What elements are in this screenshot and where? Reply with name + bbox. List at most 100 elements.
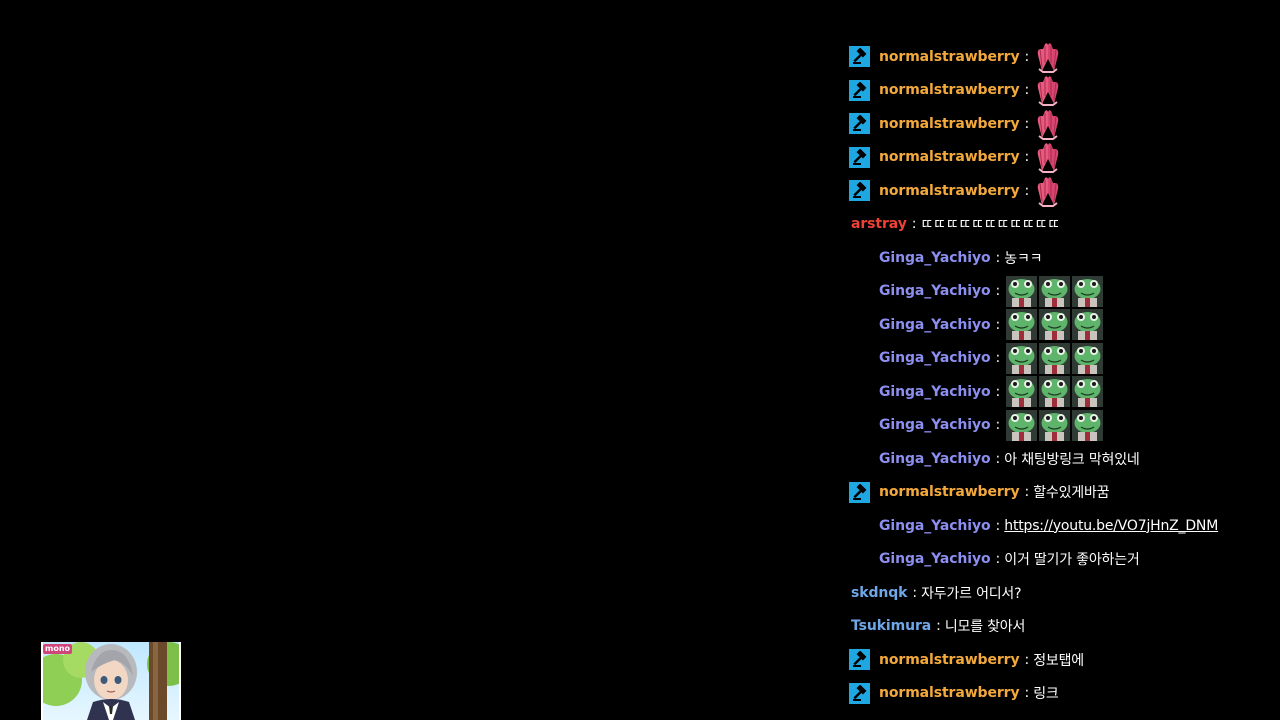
chat-username[interactable]: Ginga_Yachiyo bbox=[879, 417, 991, 434]
chat-message: Ginga_Yachiyo: bbox=[846, 409, 1276, 443]
chat-username[interactable]: normalstrawberry bbox=[879, 48, 1020, 65]
chat-separator: : bbox=[1024, 149, 1030, 166]
chat-username[interactable]: Ginga_Yachiyo bbox=[879, 316, 991, 333]
green-frog-emote bbox=[1072, 342, 1104, 374]
chat-message: normalstrawberry:정보탭에 bbox=[846, 643, 1276, 677]
chat-username[interactable]: Ginga_Yachiyo bbox=[879, 450, 991, 467]
chat-message: Ginga_Yachiyo:https://youtu.be/VO7jHnZ_D… bbox=[846, 509, 1276, 543]
chat-message: Ginga_Yachiyo: bbox=[846, 375, 1276, 409]
chat-message: normalstrawberry:할수있게바꿈 bbox=[846, 476, 1276, 510]
chat-message: normalstrawberry: bbox=[846, 141, 1276, 175]
praying-hands-emote bbox=[1033, 41, 1063, 73]
chat-message: Ginga_Yachiyo:이거 딸기가 좋아하는거 bbox=[846, 543, 1276, 577]
chat-separator: : bbox=[1024, 182, 1030, 199]
chat-separator: : bbox=[995, 316, 1001, 333]
chat-separator: : bbox=[995, 283, 1001, 300]
hammer-icon bbox=[849, 46, 870, 68]
chat-separator: : bbox=[995, 517, 1001, 534]
chat-username[interactable]: Ginga_Yachiyo bbox=[879, 383, 991, 400]
chat-username[interactable]: normalstrawberry bbox=[879, 484, 1020, 501]
emote-group bbox=[1006, 376, 1104, 408]
green-frog-emote bbox=[1006, 376, 1038, 408]
hammer-icon bbox=[849, 79, 870, 101]
chat-separator: : bbox=[1024, 82, 1030, 99]
chat-username[interactable]: normalstrawberry bbox=[879, 651, 1020, 668]
chat-separator: : bbox=[1024, 115, 1030, 132]
chat-separator: : bbox=[995, 383, 1001, 400]
chat-message-text: 정보탭에 bbox=[1033, 652, 1084, 669]
green-frog-emote bbox=[1072, 409, 1104, 441]
moderator-badge-slot bbox=[846, 146, 879, 168]
chat-message: normalstrawberry: bbox=[846, 174, 1276, 208]
green-frog-emote bbox=[1072, 376, 1104, 408]
anime-character-thumbnail bbox=[41, 642, 181, 720]
green-frog-emote bbox=[1039, 309, 1071, 341]
chat-message: Ginga_Yachiyo: bbox=[846, 275, 1276, 309]
chat-message: Ginga_Yachiyo:아 채팅방링크 막혀있네 bbox=[846, 442, 1276, 476]
chat-message: Tsukimura:니모를 찾아서 bbox=[846, 610, 1276, 644]
chat-message-text: 자두가르 어디서? bbox=[921, 585, 1022, 602]
chat-username[interactable]: Ginga_Yachiyo bbox=[879, 551, 991, 568]
chat-message-text: 농ㅋㅋ bbox=[1004, 250, 1043, 267]
chat-separator: : bbox=[995, 450, 1001, 467]
chat-username[interactable]: Ginga_Yachiyo bbox=[879, 350, 991, 367]
chat-message-text: 아 채팅방링크 막혀있네 bbox=[1004, 451, 1140, 468]
chat-message-text: 이거 딸기가 좋아하는거 bbox=[1004, 552, 1140, 569]
praying-hands-emote bbox=[1033, 175, 1063, 207]
chat-separator: : bbox=[1024, 685, 1030, 702]
green-frog-emote bbox=[1039, 409, 1071, 441]
chat-message-text: 니모를 찾아서 bbox=[944, 619, 1026, 636]
green-frog-emote bbox=[1039, 275, 1071, 307]
green-frog-emote bbox=[1006, 409, 1038, 441]
hammer-icon bbox=[849, 682, 870, 704]
emote-group bbox=[1006, 309, 1104, 341]
chat-separator: : bbox=[911, 216, 917, 233]
chat-message: normalstrawberry: bbox=[846, 74, 1276, 108]
chat-separator: : bbox=[1024, 48, 1030, 65]
chat-message: arstray:ㄸㄸㄸㄸㄸㄸㄸㄸㄸㄸㄸ bbox=[846, 208, 1276, 242]
green-frog-emote bbox=[1006, 342, 1038, 374]
chat-message: Ginga_Yachiyo: bbox=[846, 342, 1276, 376]
chat-message-text: ㄸㄸㄸㄸㄸㄸㄸㄸㄸㄸㄸ bbox=[920, 217, 1060, 234]
channel-logo: mono bbox=[43, 644, 73, 654]
chat-message: skdnqk:자두가르 어디서? bbox=[846, 576, 1276, 610]
green-frog-emote bbox=[1072, 275, 1104, 307]
stream-thumbnail[interactable]: mono bbox=[41, 642, 181, 720]
green-frog-emote bbox=[1039, 342, 1071, 374]
chat-panel: normalstrawberry:normalstrawberry:normal… bbox=[846, 40, 1276, 710]
emote-group bbox=[1006, 275, 1104, 307]
chat-username[interactable]: Tsukimura bbox=[851, 618, 932, 635]
chat-username[interactable]: skdnqk bbox=[851, 584, 908, 601]
chat-username[interactable]: arstray bbox=[851, 216, 907, 233]
chat-username[interactable]: normalstrawberry bbox=[879, 685, 1020, 702]
moderator-badge-slot bbox=[846, 481, 879, 503]
chat-username[interactable]: Ginga_Yachiyo bbox=[879, 283, 991, 300]
chat-username[interactable]: normalstrawberry bbox=[879, 82, 1020, 99]
chat-separator: : bbox=[1024, 484, 1030, 501]
chat-message: Ginga_Yachiyo: bbox=[846, 308, 1276, 342]
chat-username[interactable]: normalstrawberry bbox=[879, 182, 1020, 199]
chat-separator: : bbox=[936, 618, 941, 635]
chat-message-text: 할수있게바꿈 bbox=[1033, 485, 1110, 502]
emote-group bbox=[1006, 342, 1104, 374]
chat-message: normalstrawberry: bbox=[846, 107, 1276, 141]
emote-group bbox=[1006, 409, 1104, 441]
moderator-badge-slot bbox=[846, 79, 879, 101]
green-frog-emote bbox=[1039, 376, 1071, 408]
chat-username[interactable]: Ginga_Yachiyo bbox=[879, 249, 991, 266]
moderator-badge-slot bbox=[846, 113, 879, 135]
chat-username[interactable]: Ginga_Yachiyo bbox=[879, 517, 991, 534]
moderator-badge-slot bbox=[846, 46, 879, 68]
chat-separator: : bbox=[995, 249, 1001, 266]
hammer-icon bbox=[849, 113, 870, 135]
chat-username[interactable]: normalstrawberry bbox=[879, 149, 1020, 166]
chat-separator: : bbox=[912, 584, 918, 601]
chat-link[interactable]: https://youtu.be/VO7jHnZ_DNM bbox=[1004, 517, 1219, 534]
praying-hands-emote bbox=[1033, 74, 1063, 107]
moderator-badge-slot bbox=[846, 682, 879, 704]
hammer-icon bbox=[849, 481, 870, 503]
chat-separator: : bbox=[995, 551, 1001, 568]
chat-separator: : bbox=[1024, 651, 1030, 668]
hammer-icon bbox=[849, 649, 870, 671]
chat-username[interactable]: normalstrawberry bbox=[879, 115, 1020, 132]
